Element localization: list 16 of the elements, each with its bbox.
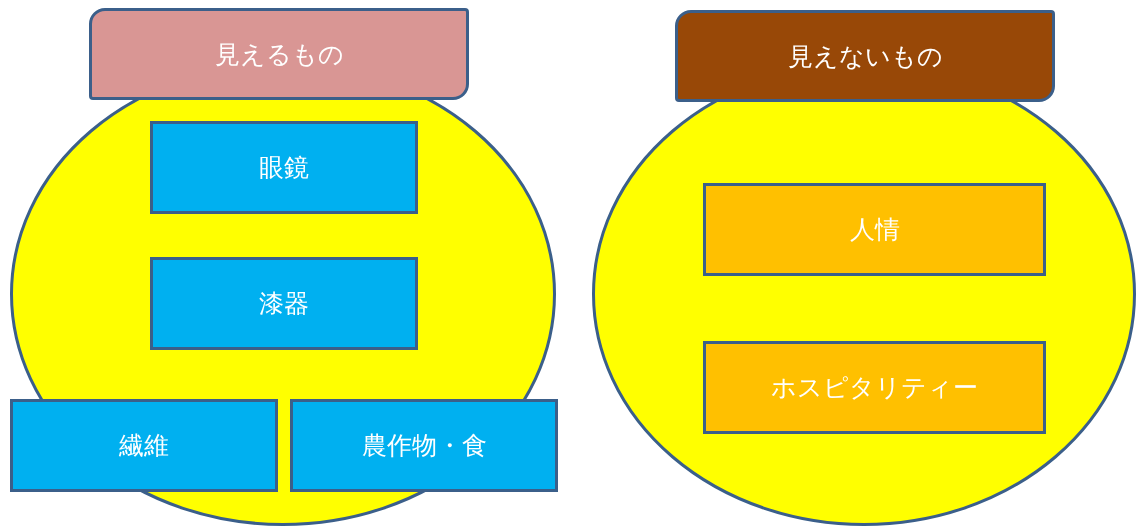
box-label: ホスピタリティー xyxy=(771,373,978,403)
heading-tab xyxy=(675,10,1055,102)
box-label: 眼鏡 xyxy=(259,153,309,183)
item-box xyxy=(703,183,1046,276)
box-label: 見えるもの xyxy=(214,39,344,70)
heading-tab xyxy=(89,8,469,100)
box-label: 人情 xyxy=(849,215,900,245)
item-box xyxy=(703,341,1046,434)
box-label: 繊維 xyxy=(119,431,169,461)
box-label: 農作物・食 xyxy=(361,431,487,461)
item-box xyxy=(150,121,418,214)
item-box xyxy=(10,399,278,492)
box-label: 見えないもの xyxy=(787,41,943,72)
item-box xyxy=(290,399,558,492)
item-box xyxy=(150,257,418,350)
box-label: 漆器 xyxy=(259,289,309,319)
